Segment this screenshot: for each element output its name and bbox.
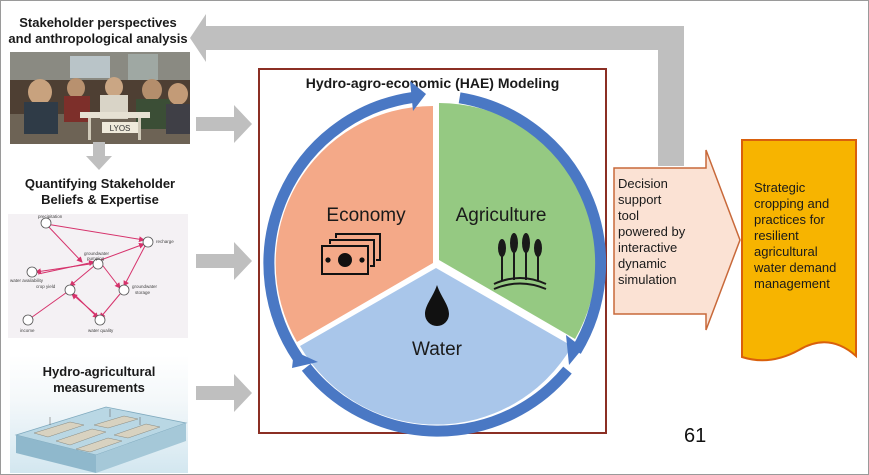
node-crop-yield: crop yield	[36, 284, 56, 289]
decision-line-3: tool	[618, 208, 639, 223]
measurements-title-line2: measurements	[53, 380, 145, 395]
money-icon	[321, 233, 381, 275]
page-number: 61	[684, 425, 707, 447]
photo-sign: LYOS	[110, 124, 131, 133]
decision-arrow-shape	[613, 149, 741, 331]
strategic-line-5: agricultural	[754, 244, 818, 259]
agriculture-label: Agriculture	[456, 205, 547, 226]
beliefs-title: Quantifying Stakeholder Beliefs & Expert…	[8, 176, 192, 208]
water-drop-icon	[425, 285, 449, 326]
strategic-text: Strategic cropping and practices for res…	[754, 180, 866, 292]
decision-line-2: support	[618, 192, 662, 207]
stakeholder-photo: LYOS	[10, 52, 190, 144]
measurements-title-line1: Hydro-agricultural	[42, 364, 156, 379]
strategic-line-3: practices for	[754, 212, 825, 227]
node-water-quality: water quality	[88, 328, 114, 333]
stakeholder-title: Stakeholder perspectives and anthropolog…	[2, 15, 194, 47]
decision-line-7: simulation	[618, 272, 677, 287]
wheat-heads	[498, 233, 542, 257]
decision-text: Decision support tool powered by interac…	[618, 176, 714, 306]
measurements-art	[14, 406, 188, 473]
decision-line-6: dynamic	[618, 256, 667, 271]
strategic-line-2: cropping and	[754, 196, 830, 211]
stakeholder-title-line2: and anthropological analysis	[8, 31, 188, 46]
agriculture-sector	[439, 102, 597, 339]
stakeholder-photo-art: LYOS	[10, 52, 190, 144]
node-groundwater-pumping-2: pumping	[87, 256, 105, 261]
cognitive-map-svg: precipitation groundwater pumping rechar…	[10, 214, 174, 333]
measurements-title: Hydro-agricultural measurements	[10, 364, 188, 396]
beliefs-title-line1: Quantifying Stakeholder	[24, 176, 176, 191]
hae-sectors	[275, 102, 597, 425]
decision-line-4: powered by	[618, 224, 686, 239]
node-income: income	[20, 328, 35, 333]
decision-line-1: Decision	[618, 176, 668, 191]
node-precipitation: precipitation	[38, 214, 63, 219]
economy-sector	[275, 105, 433, 342]
cycle-ring	[263, 91, 607, 437]
arrow-stakeholder	[196, 105, 252, 143]
node-groundwater-storage-1: groundwater	[132, 284, 158, 289]
strategic-document-shape	[741, 139, 857, 362]
strategic-line-1: Strategic	[754, 180, 806, 195]
down-arrow	[86, 142, 112, 170]
decision-line-5: interactive	[618, 240, 678, 255]
economy-label: Economy	[326, 205, 406, 226]
stakeholder-title-line1: Stakeholder perspectives	[19, 15, 177, 30]
cognitive-map: precipitation groundwater pumping rechar…	[8, 214, 188, 338]
beliefs-title-line2: Beliefs & Expertise	[41, 192, 159, 207]
strategic-line-7: management	[754, 276, 830, 291]
node-water-availability: water availability	[10, 278, 44, 283]
cycle-arrowheads	[292, 81, 583, 368]
arrow-beliefs	[196, 242, 252, 280]
feedback-arrow-shape	[190, 14, 684, 166]
measurements-panel: Hydro-agricultural measurements	[10, 355, 188, 473]
strategic-line-6: water demand	[754, 260, 837, 275]
node-recharge: recharge	[156, 239, 174, 244]
node-groundwater-pumping-1: groundwater	[84, 251, 110, 256]
node-groundwater-storage-2: storage	[135, 290, 151, 295]
hae-title: Hydro-agro-economic (HAE) Modeling	[305, 75, 560, 91]
wheat-icon	[493, 252, 547, 290]
water-label: Water	[412, 339, 463, 360]
arrow-measurements	[196, 374, 252, 412]
strategic-line-4: resilient	[754, 228, 799, 243]
water-sector	[300, 268, 572, 425]
